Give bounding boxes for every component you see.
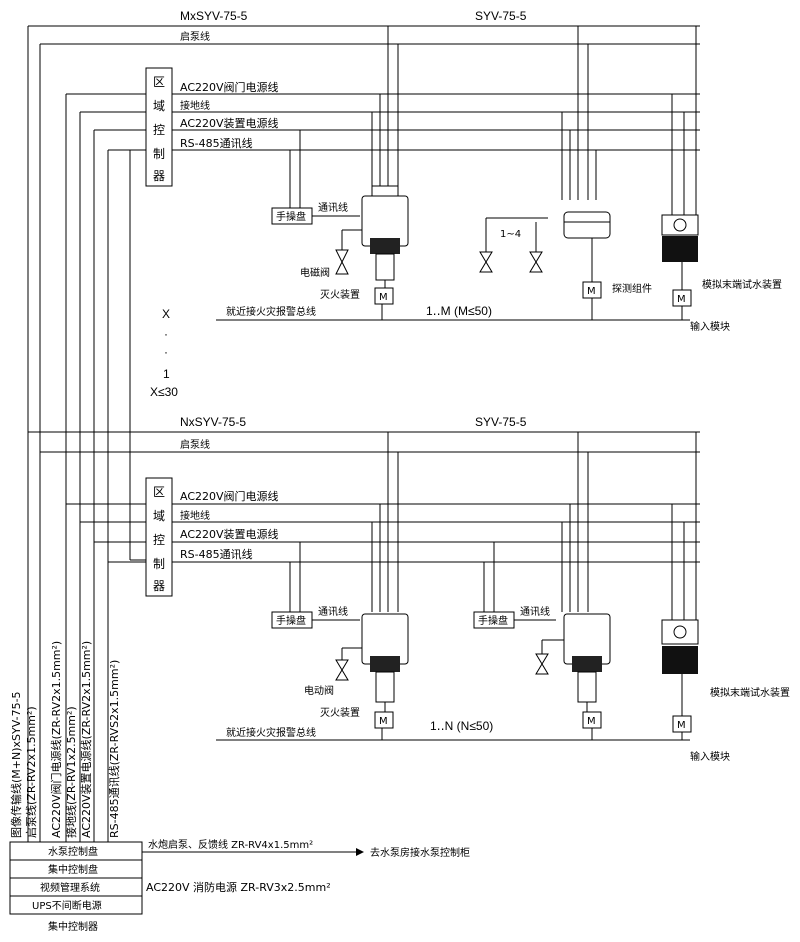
rs485-label: RS-485通讯线 (180, 547, 253, 561)
detector-label: 探测组件 (612, 282, 652, 295)
svg-text:手操盘: 手操盘 (478, 614, 508, 627)
zone-controller-char: 控 (153, 533, 165, 547)
svg-text:X: X (162, 307, 170, 321)
svg-text:·: · (164, 345, 168, 359)
module-label: M (587, 286, 596, 297)
ground-label: 接地线 (180, 99, 210, 112)
svg-text:M: M (379, 716, 388, 727)
sim-test-device-bottom: M 模拟末端试水装置 输入模块 (661, 619, 790, 763)
detector-assembly-top: M 探测组件 1~4 (479, 211, 652, 299)
svg-text:通讯线: 通讯线 (520, 605, 550, 618)
fire-extinguisher-bottom-1: M 电动阀 灭火装置 (304, 613, 409, 729)
zone-controller-bottom: 区 域 控 制 器 (145, 477, 173, 597)
control-row: 视频管理系统 (40, 881, 100, 894)
ac220-valve-label: AC220V阀门电源线 (180, 489, 279, 503)
module-label: M (677, 294, 686, 305)
cable-label-pump: 启泵线(ZR-RV2x1.5mm²) (24, 706, 38, 838)
manual-panel-bottom-2: 手操盘 通讯线 (473, 605, 556, 629)
trunk-label: SYV-75-5 (475, 415, 527, 429)
input-module-label: 输入模块 (690, 320, 730, 333)
extinguisher-label: 灭火装置 (320, 288, 360, 301)
pump-note: 水炮启泵、反馈线 ZR-RV4x1.5mm² (148, 838, 313, 851)
rs485-label: RS-485通讯线 (180, 136, 253, 150)
manual-panel-label: 手操盘 (276, 210, 306, 223)
zone-count: X · · 1 X≤30 (150, 307, 178, 399)
pump-start-label: 启泵线 (180, 438, 210, 451)
sim-test-label: 模拟末端试水装置 (710, 686, 790, 699)
alarm-bus-label: 就近接火灾报警总线 (226, 726, 316, 739)
zone-controller-char: 域 (153, 509, 165, 523)
pump-target: 去水泵房接水泵控制柜 (370, 846, 470, 859)
svg-text:M: M (677, 720, 686, 731)
ac220-device-label: AC220V装置电源线 (180, 116, 279, 130)
top-zone-wiring (28, 25, 700, 321)
input-module-label: 输入模块 (690, 750, 730, 763)
control-row: 水泵控制盘 (48, 845, 98, 858)
svg-text:X≤30: X≤30 (150, 385, 178, 399)
sim-test-device-top: M 模拟末端试水装置 输入模块 (661, 214, 782, 333)
ground-label: 接地线 (180, 509, 210, 522)
pump-start-label: 启泵线 (180, 30, 210, 43)
comm-label: 通讯线 (318, 201, 348, 214)
zone-controller-char: 区 (153, 75, 165, 89)
trunk-label: NxSYV-75-5 (180, 415, 246, 429)
cable-label-video: 图像传输线(M+N)xSYV-75-5 (9, 691, 23, 838)
svg-text:通讯线: 通讯线 (318, 605, 348, 618)
cable-label-device-power: AC220V装置电源线(ZR-RV2x1.5mm²) (79, 641, 93, 838)
module-label: M (379, 292, 388, 303)
sim-test-label: 模拟末端试水装置 (702, 278, 782, 291)
motor-valve-label: 电动阀 (304, 684, 334, 697)
ac220-device-label: AC220V装置电源线 (180, 527, 279, 541)
range-m-label: 1‥M (M≤50) (426, 304, 492, 318)
svg-text:1: 1 (163, 367, 170, 381)
manual-panel-bottom-1: 手操盘 通讯线 (271, 605, 360, 629)
bottom-zone-wiring (28, 431, 700, 741)
cable-label-ground: 接地线(ZR-RV1x2.5mm²) (64, 706, 78, 838)
extinguisher-label: 灭火装置 (320, 706, 360, 719)
zone-controller-char: 器 (153, 169, 165, 183)
control-footer: 集中控制器 (48, 920, 98, 933)
alarm-bus-label: 就近接火灾报警总线 (226, 305, 316, 318)
central-controller: 水泵控制盘 集中控制盘 视频管理系统 UPS不间断电源 集中控制器 水炮启泵、反… (9, 838, 470, 933)
fire-extinguisher-bottom-2: M (535, 613, 611, 729)
cable-label-rs485: RS-485通讯线(ZR-RVS2x1.5mm²) (107, 660, 121, 838)
vertical-cable-bus (27, 26, 146, 842)
trunk-label: MxSYV-75-5 (180, 9, 248, 23)
control-row: 集中控制盘 (48, 863, 98, 876)
ac220-valve-label: AC220V阀门电源线 (180, 80, 279, 94)
svg-text:手操盘: 手操盘 (276, 614, 306, 627)
manual-panel-top: 手操盘 通讯线 (271, 201, 360, 225)
cable-label-valve-power: AC220V阀门电源线(ZR-RV2x1.5mm²) (49, 641, 63, 838)
zone-controller-char: 制 (153, 557, 165, 571)
zone-controller-char: 控 (153, 123, 165, 137)
power-note: AC220V 消防电源 ZR-RV3x2.5mm² (146, 880, 331, 894)
zone-controller-char: 制 (153, 147, 165, 161)
solenoid-label: 电磁阀 (300, 266, 330, 279)
control-row: UPS不间断电源 (32, 899, 102, 912)
trunk-label: SYV-75-5 (475, 9, 527, 23)
range-label: 1~4 (500, 229, 521, 240)
zone-controller-char: 器 (153, 579, 165, 593)
svg-text:M: M (587, 716, 596, 727)
zone-controller-char: 区 (153, 485, 165, 499)
zone-controller-top: 区 域 控 制 器 (145, 67, 173, 187)
range-n-label: 1‥N (N≤50) (430, 719, 493, 733)
zone-controller-char: 域 (153, 99, 165, 113)
svg-text:·: · (164, 327, 168, 341)
fire-extinguisher-top: M 电磁阀 灭火装置 (300, 185, 409, 305)
